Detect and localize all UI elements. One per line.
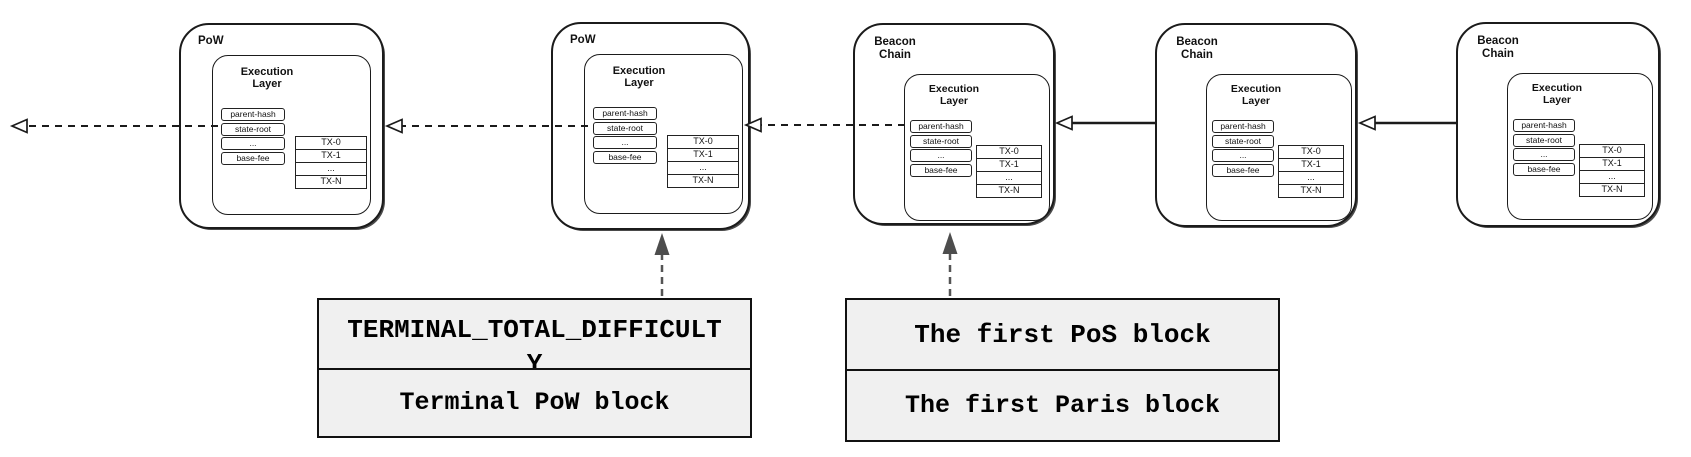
execution-layer-box: Execution Layer parent-hash state-root .… (1206, 74, 1352, 221)
field-base-fee: base-fee (593, 150, 657, 164)
chain-link-arrow-solid-2 (1357, 115, 1456, 131)
field-parent-hash: parent-hash (1212, 120, 1274, 133)
block-type-label: Beacon Chain (1176, 36, 1218, 61)
execution-layer-title: Execution Layer (240, 66, 294, 90)
tx-row-n: TX-N (667, 174, 739, 188)
field-state-root: state-root (1513, 133, 1575, 147)
tx-row-1: TX-1 (667, 148, 739, 162)
execution-layer-title: Execution Layer (928, 83, 980, 107)
filled-up-arrowhead-icon (654, 233, 670, 255)
hollow-arrowhead-icon (9, 118, 28, 134)
beacon-block-1-first-pos: Beacon Chain Execution Layer parent-hash… (853, 23, 1055, 225)
block-type-label: Beacon Chain (874, 36, 916, 61)
execution-layer-title: Execution Layer (1230, 83, 1282, 107)
field-ellipsis: ... (593, 136, 657, 149)
pow-block-1: PoW Execution Layer parent-hash state-ro… (179, 23, 384, 229)
filled-up-arrowhead-icon (942, 232, 958, 254)
tx-row-0: TX-0 (976, 145, 1042, 159)
execution-layer-box: Execution Layer parent-hash state-root .… (904, 74, 1050, 221)
transactions-list: TX-0 TX-1 ... TX-N (295, 136, 367, 189)
annotation-first-paris: The first PoS block The first Paris bloc… (845, 298, 1280, 442)
annotation-text-first-pos: The first PoS block (847, 300, 1278, 371)
block-header-fields: parent-hash state-root ... base-fee (593, 107, 657, 165)
execution-layer-box: Execution Layer parent-hash state-root .… (212, 55, 371, 215)
transactions-list: TX-0 TX-1 ... TX-N (667, 135, 739, 188)
block-header-fields: parent-hash state-root ... base-fee (221, 108, 285, 166)
tx-row-1: TX-1 (295, 149, 367, 163)
beacon-block-3: Beacon Chain Execution Layer parent-hash… (1456, 22, 1660, 227)
tx-row-0: TX-0 (1278, 145, 1344, 159)
field-ellipsis: ... (910, 149, 972, 162)
execution-layer-box: Execution Layer parent-hash state-root .… (1507, 73, 1653, 220)
field-base-fee: base-fee (1212, 163, 1274, 177)
annotation-up-arrow-paris (942, 232, 958, 296)
field-state-root: state-root (910, 134, 972, 148)
block-header-fields: parent-hash state-root ... base-fee (1212, 120, 1274, 178)
hollow-arrowhead-icon (1054, 115, 1073, 131)
annotation-terminal-pow: TERMINAL_TOTAL_DIFFICULTY Terminal PoW b… (317, 298, 752, 438)
chain-link-arrow-solid-1 (1054, 115, 1155, 131)
tx-row-1: TX-1 (976, 158, 1042, 172)
hollow-arrowhead-icon (384, 118, 403, 134)
execution-layer-title: Execution Layer (1531, 82, 1583, 106)
annotation-text-first-paris: The first Paris block (904, 390, 1221, 420)
block-header-fields: parent-hash state-root ... base-fee (910, 120, 972, 178)
field-parent-hash: parent-hash (1513, 119, 1575, 132)
execution-layer-box: Execution Layer parent-hash state-root .… (584, 54, 743, 214)
tx-row-0: TX-0 (667, 135, 739, 149)
hollow-arrowhead-icon (1357, 115, 1376, 131)
tx-row-ellipsis: ... (976, 171, 1042, 185)
field-parent-hash: parent-hash (221, 108, 285, 121)
transactions-list: TX-0 TX-1 ... TX-N (1579, 144, 1645, 197)
tx-row-0: TX-0 (295, 136, 367, 150)
annotation-cell: TERMINAL_TOTAL_DIFFICULTY (319, 300, 750, 370)
block-type-label: Beacon Chain (1477, 35, 1519, 60)
field-state-root: state-root (1212, 134, 1274, 148)
tx-row-ellipsis: ... (1579, 170, 1645, 184)
block-type-label: PoW (570, 34, 596, 46)
pow-block-2-terminal: PoW Execution Layer parent-hash state-ro… (551, 22, 750, 230)
field-base-fee: base-fee (910, 163, 972, 177)
field-ellipsis: ... (1513, 148, 1575, 161)
field-parent-hash: parent-hash (910, 120, 972, 133)
tx-row-n: TX-N (1278, 184, 1344, 198)
field-base-fee: base-fee (221, 151, 285, 165)
execution-layer-title: Execution Layer (612, 65, 666, 89)
field-state-root: state-root (221, 122, 285, 136)
field-state-root: state-root (593, 121, 657, 135)
tx-row-ellipsis: ... (295, 162, 367, 176)
tx-row-1: TX-1 (1579, 157, 1645, 171)
block-header-fields: parent-hash state-root ... base-fee (1513, 119, 1575, 177)
annotation-text-terminal-pow: Terminal PoW block (399, 387, 670, 417)
field-base-fee: base-fee (1513, 162, 1575, 176)
field-ellipsis: ... (221, 137, 285, 150)
tx-row-0: TX-0 (1579, 144, 1645, 158)
annotation-text-ttd: TERMINAL_TOTAL_DIFFICULTY (347, 315, 722, 370)
tx-row-n: TX-N (1579, 183, 1645, 197)
field-ellipsis: ... (1212, 149, 1274, 162)
tx-row-ellipsis: ... (667, 161, 739, 175)
beacon-block-2: Beacon Chain Execution Layer parent-hash… (1155, 23, 1357, 227)
annotation-up-arrow-terminal (654, 233, 670, 296)
tx-row-ellipsis: ... (1278, 171, 1344, 185)
block-type-label: PoW (198, 35, 224, 47)
transactions-list: TX-0 TX-1 ... TX-N (1278, 145, 1344, 198)
field-parent-hash: parent-hash (593, 107, 657, 120)
tx-row-1: TX-1 (1278, 158, 1344, 172)
tx-row-n: TX-N (295, 175, 367, 189)
tx-row-n: TX-N (976, 184, 1042, 198)
transactions-list: TX-0 TX-1 ... TX-N (976, 145, 1042, 198)
